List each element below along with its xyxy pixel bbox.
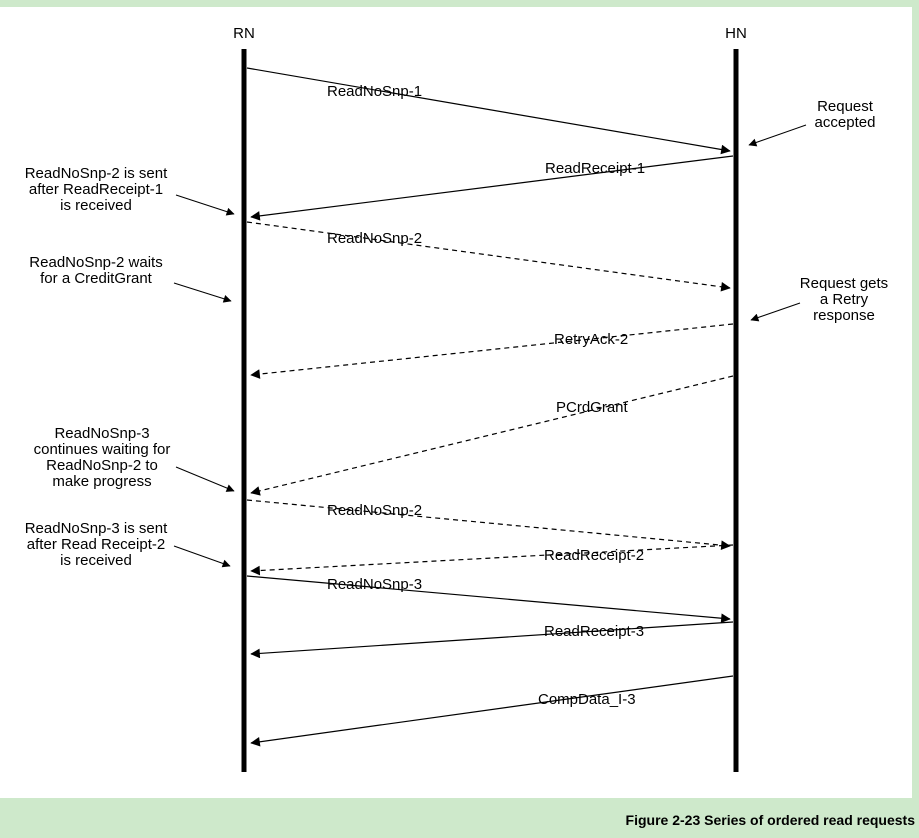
message-line-readreceipt-1 — [250, 155, 734, 221]
note-arrow-readnosnp3-sent — [173, 545, 231, 568]
message-line-readnosnp-3 — [246, 575, 731, 623]
message-label-retryack-2: RetryAck-2 — [554, 331, 629, 348]
note-readnosnp3-sent: ReadNoSnp-3 is sent after Read Receipt-2… — [24, 520, 168, 569]
note-arrow-readnosnp2-waits — [173, 282, 232, 303]
note-arrow-readnosnp3-waiting — [175, 466, 235, 492]
message-line-readreceipt-3 — [250, 621, 734, 659]
page-band-right — [912, 0, 919, 798]
message-label-readnosnp-2-resend: ReadNoSnp-2 — [327, 502, 423, 519]
message-line-readreceipt-2 — [250, 544, 734, 576]
message-line-compdata-i-3 — [250, 675, 734, 747]
note-request-accepted: Request accepted — [814, 98, 876, 131]
page-band-bottom — [0, 798, 919, 838]
message-line-readnosnp-2 — [246, 221, 731, 292]
message-line-pcrdgrant — [250, 375, 734, 496]
note-readnosnp2-sent: ReadNoSnp-2 is sent after ReadReceipt-1 … — [24, 165, 168, 214]
note-arrow-request-retry — [750, 302, 801, 322]
message-label-pcrdgrant: PCrdGrant — [556, 399, 628, 416]
note-readnosnp3-waiting: ReadNoSnp-3 continues waiting for ReadNo… — [33, 425, 171, 490]
message-label-readnosnp-1: ReadNoSnp-1 — [327, 83, 423, 100]
message-label-compdata-i-3: CompData_I-3 — [538, 691, 636, 708]
message-label-readreceipt-2: ReadReceipt-2 — [544, 547, 645, 564]
message-label-readnosnp-3: ReadNoSnp-3 — [327, 576, 423, 593]
page-band-top — [0, 0, 919, 7]
message-label-readnosnp-2: ReadNoSnp-2 — [327, 230, 423, 247]
message-label-readreceipt-1: ReadReceipt-1 — [545, 160, 646, 177]
message-line-retryack-2 — [250, 323, 734, 379]
note-request-retry: Request gets a Retry response — [799, 275, 889, 324]
note-arrow-readnosnp2-sent — [175, 194, 235, 216]
note-readnosnp2-waits: ReadNoSnp-2 waits for a CreditGrant — [29, 254, 163, 287]
figure-caption: Figure 2-23 Series of ordered read reque… — [625, 812, 915, 828]
node-label-rn: RN — [233, 25, 255, 42]
note-arrow-request-accepted — [748, 124, 807, 147]
node-label-hn: HN — [725, 25, 747, 42]
message-label-readreceipt-3: ReadReceipt-3 — [544, 623, 645, 640]
message-line-readnosnp-2-resend — [246, 499, 731, 550]
message-line-readnosnp-1 — [246, 67, 731, 155]
